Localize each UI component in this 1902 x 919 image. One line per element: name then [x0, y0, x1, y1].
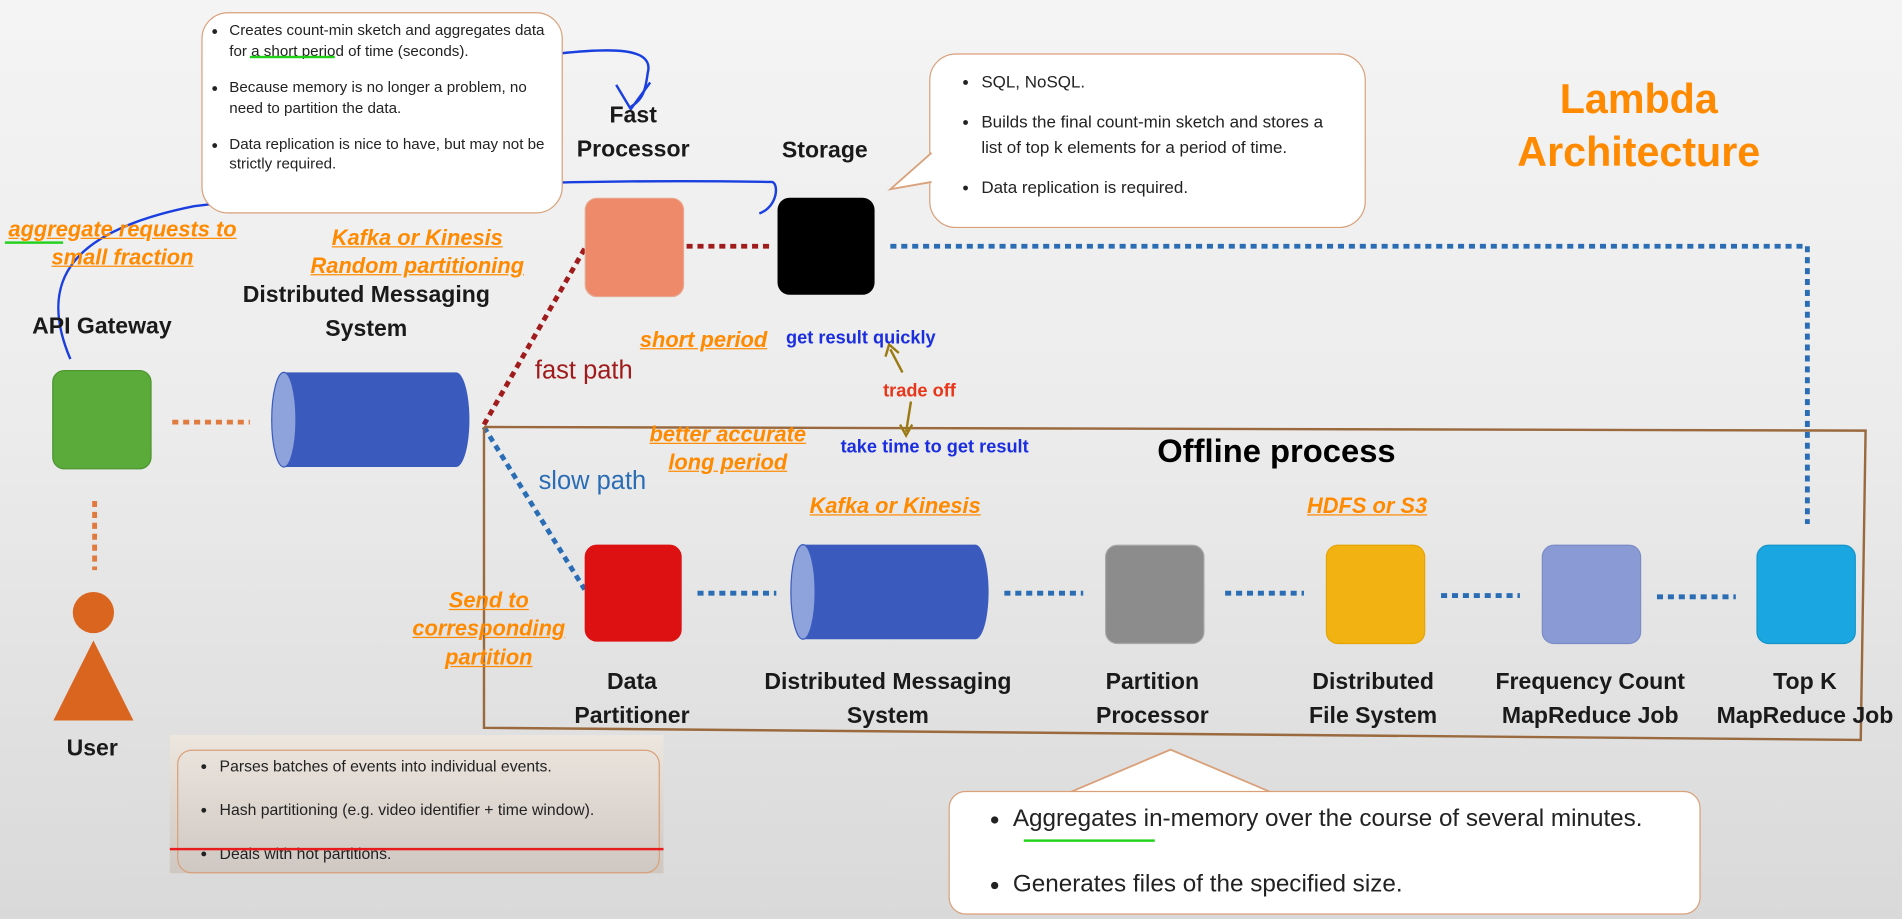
- callout-fast-item: Creates count-min sketch and aggregates …: [229, 21, 549, 62]
- cylinder-icon: [271, 371, 470, 468]
- callout-pointer-storage: [887, 152, 933, 191]
- label-topk: Top K MapReduce Job: [1716, 669, 1894, 729]
- label-storage: Storage: [781, 138, 868, 164]
- note-send-to-partition: Send to corresponding partition: [412, 588, 566, 670]
- callout-dp-item: Deals with hot partitions.: [220, 843, 659, 865]
- label-slow-path: slow path: [538, 467, 647, 495]
- label-partition-processor: Partition Processor: [1095, 669, 1209, 729]
- dfs-box: [1325, 544, 1426, 645]
- slow-path-line: [481, 425, 587, 591]
- callout-data-partitioner: Parses batches of events into individual…: [177, 749, 660, 874]
- arrowhead-down: [898, 423, 914, 438]
- storage-box: [777, 197, 875, 295]
- note-short-period: short period: [639, 327, 768, 352]
- note-random-partitioning: Random partitioning: [310, 253, 524, 278]
- callout-storage-item: Data replication is required.: [981, 175, 1347, 200]
- label-dms-top: Distributed Messaging System: [242, 282, 490, 342]
- label-dms-bottom: Distributed Messaging System: [764, 669, 1012, 729]
- callout-storage: SQL, NoSQL. Builds the final count-min s…: [929, 53, 1366, 229]
- partition-processor-box: [1105, 544, 1205, 645]
- diagram-title: Lambda Architecture: [1499, 73, 1778, 180]
- trade-off-arrow-down: [904, 401, 913, 433]
- red-strike-line: [169, 847, 664, 851]
- callout-dp-item: Parses batches of events into individual…: [220, 756, 659, 778]
- note-aggregate-requests: aggregate requests to small fraction: [8, 217, 237, 270]
- label-dfs: Distributed File System: [1309, 669, 1438, 729]
- note-take-time: take time to get result: [840, 436, 1029, 458]
- fast-processor-box: [584, 197, 685, 298]
- note-trade-off: trade off: [883, 380, 956, 402]
- callout-pointer-pp: [1067, 748, 1275, 795]
- note-kafka-top: Kafka or Kinesis: [331, 225, 503, 250]
- callout-fast-item: Data replication is nice to have, but ma…: [229, 134, 549, 175]
- callout-fast-item: Because memory is no longer a problem, n…: [229, 77, 549, 118]
- user-icon: [53, 591, 134, 721]
- callout-data-partitioner-bg: [169, 735, 664, 874]
- arrowhead-fast: [615, 81, 652, 112]
- api-gateway-box: [52, 369, 152, 470]
- label-fast-processor: Fast Processor: [576, 103, 690, 162]
- callout-pp-item: Aggregates in-memory over the course of …: [1013, 802, 1700, 836]
- annotation-arrow-fast: [560, 49, 650, 108]
- callout-dp-item: Hash partitioning (e.g. video identifier…: [220, 800, 659, 822]
- note-better-accurate: better accurate: [649, 422, 807, 447]
- callout-fast-processor: Creates count-min sketch and aggregates …: [201, 12, 563, 214]
- title-line2: Architecture: [1517, 130, 1761, 177]
- note-kafka-bottom: Kafka or Kinesis: [809, 493, 981, 518]
- label-data-partitioner: Data Partitioner: [574, 669, 690, 729]
- callout-storage-item: Builds the final count-min sketch and st…: [981, 109, 1347, 160]
- label-fast-path: fast path: [534, 356, 633, 385]
- title-line1: Lambda: [1559, 76, 1718, 123]
- label-user: User: [66, 736, 118, 762]
- label-api-gateway: API Gateway: [32, 314, 172, 340]
- fast-path-line: [481, 247, 587, 426]
- note-long-period: long period: [668, 450, 788, 475]
- green-underline-aggregates: [249, 55, 335, 59]
- callout-partition-processor: Aggregates in-memory over the course of …: [948, 790, 1701, 915]
- green-underline-aggregate: [4, 241, 64, 244]
- cylinder-icon: [790, 544, 989, 640]
- offline-process-outline: [482, 425, 1867, 742]
- note-hdfs: HDFS or S3: [1306, 493, 1428, 518]
- callout-storage-item: SQL, NoSQL.: [981, 69, 1347, 94]
- green-underline-aggregates-pp: [1023, 839, 1155, 842]
- callout-pp-item: Generates files of the specified size.: [1013, 867, 1700, 901]
- label-frequency-count: Frequency Count MapReduce Job: [1495, 669, 1685, 729]
- connector-topk-storage: [890, 243, 1810, 525]
- note-get-result-quickly: get result quickly: [786, 327, 936, 349]
- topk-box: [1756, 544, 1856, 645]
- arrowhead-up: [884, 342, 900, 357]
- label-offline-process: Offline process: [1157, 433, 1396, 470]
- frequency-count-box: [1541, 544, 1642, 645]
- trade-off-arrow-up: [889, 348, 904, 373]
- data-partitioner-box: [584, 544, 682, 642]
